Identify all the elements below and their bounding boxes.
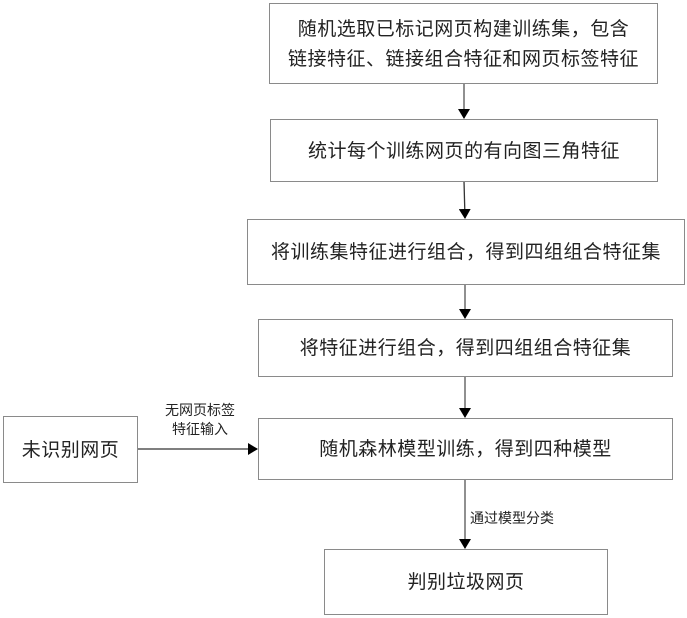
edge-label-model-to-result: 通过模型分类 xyxy=(470,510,580,529)
side-input-text: 未识别网页 xyxy=(21,438,120,461)
edge-label-classify: 通过模型分类 xyxy=(470,511,554,527)
result-box: 判别垃圾网页 xyxy=(324,549,608,615)
edge-label-line-2: 特征输入 xyxy=(172,422,228,438)
step-2-text: 统计每个训练网页的有向图三角特征 xyxy=(307,139,620,162)
step-1-line-1: 随机选取已标记网页构建训练集，包含 xyxy=(297,17,630,40)
edge-label-side-to-model: 无网页标签 特征输入 xyxy=(145,402,255,440)
result-text: 判别垃圾网页 xyxy=(407,571,525,593)
step-4-text: 将特征进行组合，得到四组组合特征集 xyxy=(299,337,632,359)
step-1-line-2: 链接特征、链接组合特征和网页标签特征 xyxy=(287,47,639,70)
step-5-text: 随机森林模型训练，得到四种模型 xyxy=(319,438,612,460)
step-box-3: 将训练集特征进行组合，得到四组组合特征集 xyxy=(247,219,685,285)
step-box-4: 将特征进行组合，得到四组组合特征集 xyxy=(258,319,673,377)
step-box-5: 随机森林模型训练，得到四种模型 xyxy=(258,418,673,480)
edge-label-line-1: 无网页标签 xyxy=(165,403,235,419)
step-box-1: 随机选取已标记网页构建训练集，包含 链接特征、链接组合特征和网页标签特征 xyxy=(269,3,658,84)
step-3-text: 将训练集特征进行组合，得到四组组合特征集 xyxy=(270,241,661,263)
arrow-step2-to-step3 xyxy=(458,180,471,219)
step-box-2: 统计每个训练网页的有向图三角特征 xyxy=(270,119,658,182)
side-input-box: 未识别网页 xyxy=(3,416,138,483)
